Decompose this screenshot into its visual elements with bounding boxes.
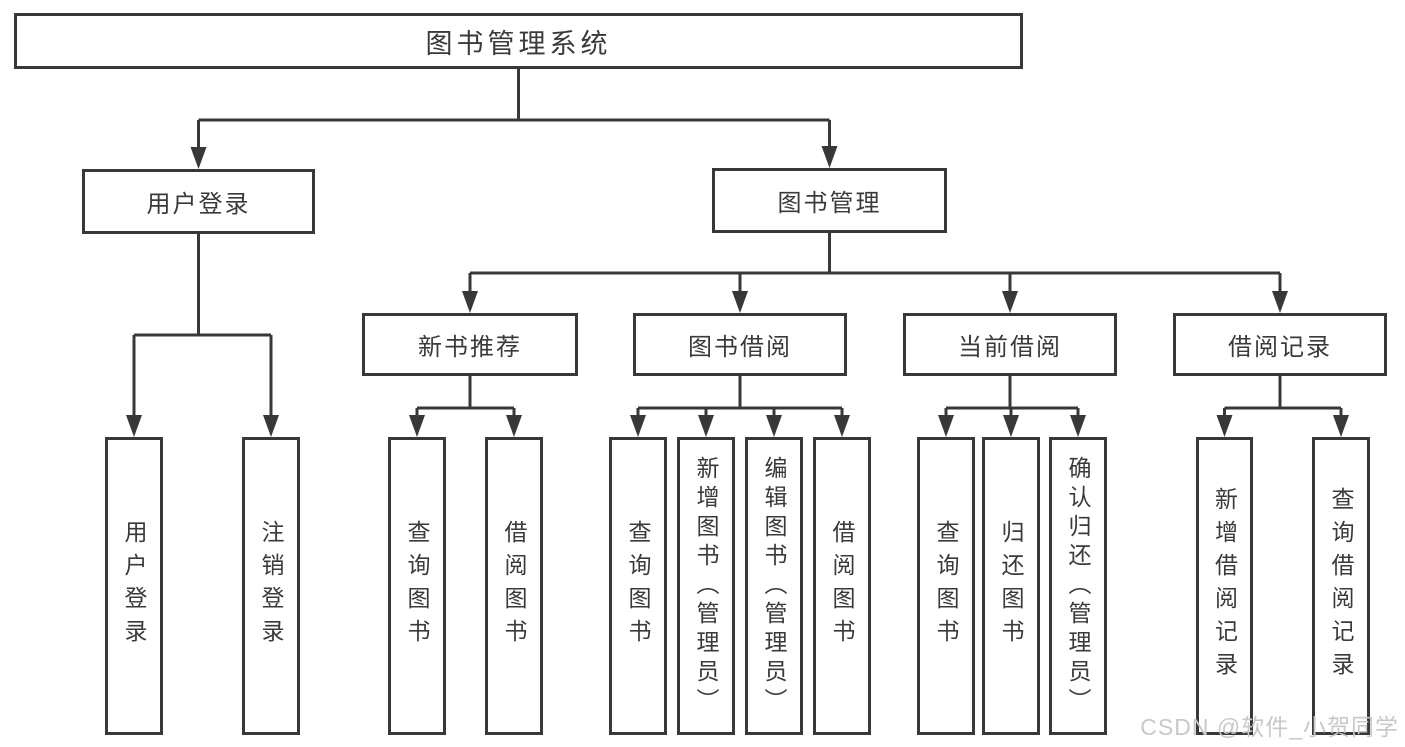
arrowhead <box>698 415 714 437</box>
arrowhead <box>1003 415 1019 437</box>
node-leaf-bb-query-book-label: 查询图书 <box>625 520 651 652</box>
arrowhead <box>462 291 478 313</box>
node-user-login: 用户登录 <box>82 169 315 234</box>
connector-bookborrow-to-leaves <box>636 376 844 420</box>
node-leaf-br-query-record: 查询借阅记录 <box>1312 437 1370 735</box>
node-leaf-br-query-record-label: 查询借阅记录 <box>1328 487 1354 685</box>
node-book-management-label: 图书管理 <box>777 190 882 217</box>
node-library-system-label: 图书管理系统 <box>425 28 612 59</box>
node-leaf-cb-return-book-label: 归还图书 <box>998 520 1024 652</box>
csdn-watermark: CSDN @软件_小贺同学 <box>1140 714 1399 740</box>
node-leaf-bb-edit-book-label: 编辑图书（管理员） <box>761 455 787 717</box>
arrowhead <box>821 146 838 168</box>
connector-newbookrec-to-leaves <box>415 376 516 420</box>
node-leaf-user-login-label: 用户登录 <box>121 520 147 652</box>
connector-root-to-level2 <box>197 69 831 152</box>
node-book-borrow-label: 图书借阅 <box>688 334 792 361</box>
node-leaf-rec-borrow-book: 借阅图书 <box>485 437 543 735</box>
node-leaf-cb-confirm-return-label: 确认归还（管理员） <box>1065 455 1091 717</box>
arrowhead <box>732 291 748 313</box>
node-leaf-user-login: 用户登录 <box>105 437 163 735</box>
arrowheads <box>126 146 1349 437</box>
connector-userlogin-to-leaves <box>132 234 273 420</box>
node-book-borrow: 图书借阅 <box>633 313 847 376</box>
arrowhead <box>630 415 646 437</box>
node-leaf-bb-borrow-book-label: 借阅图书 <box>829 520 855 652</box>
node-current-borrow-label: 当前借阅 <box>958 334 1062 361</box>
node-leaf-rec-borrow-book-label: 借阅图书 <box>501 520 527 652</box>
node-borrow-record-label: 借阅记录 <box>1228 334 1332 361</box>
node-leaf-bb-query-book: 查询图书 <box>609 437 667 735</box>
arrowhead <box>1002 291 1018 313</box>
node-library-system: 图书管理系统 <box>14 13 1023 69</box>
connector-borrowrecord-to-leaves <box>1223 376 1343 420</box>
arrowhead <box>834 415 850 437</box>
arrowhead <box>1333 415 1349 437</box>
node-current-borrow: 当前借阅 <box>903 313 1117 376</box>
node-leaf-bb-borrow-book: 借阅图书 <box>813 437 871 735</box>
arrowhead <box>409 415 425 437</box>
arrowhead <box>1070 415 1086 437</box>
node-leaf-cb-confirm-return: 确认归还（管理员） <box>1049 437 1107 735</box>
arrowhead <box>1216 415 1233 437</box>
arrowhead <box>1272 291 1288 313</box>
node-leaf-bb-add-book-label: 新增图书（管理员） <box>693 455 719 717</box>
node-leaf-br-add-record: 新增借阅记录 <box>1196 437 1253 735</box>
connector-bookmgmt-to-level3 <box>468 233 1282 296</box>
node-book-management: 图书管理 <box>712 168 947 233</box>
arrowhead <box>190 147 207 169</box>
node-new-book-recommend: 新书推荐 <box>362 313 578 376</box>
connector-currentborrow-to-leaves <box>944 376 1080 420</box>
arrowhead <box>263 415 279 437</box>
node-leaf-rec-query-book: 查询图书 <box>388 437 446 735</box>
node-leaf-logout: 注销登录 <box>242 437 300 735</box>
node-user-login-label: 用户登录 <box>146 191 251 218</box>
node-leaf-bb-add-book: 新增图书（管理员） <box>677 437 735 735</box>
node-leaf-br-add-record-label: 新增借阅记录 <box>1211 487 1238 685</box>
node-borrow-record: 借阅记录 <box>1173 313 1387 376</box>
node-leaf-cb-query-book: 查询图书 <box>917 437 975 735</box>
arrowhead <box>126 415 142 437</box>
node-leaf-logout-label: 注销登录 <box>258 520 284 652</box>
node-new-book-recommend-label: 新书推荐 <box>418 334 522 361</box>
node-leaf-bb-edit-book: 编辑图书（管理员） <box>745 437 803 735</box>
arrowhead <box>506 415 522 437</box>
node-leaf-rec-query-book-label: 查询图书 <box>404 520 430 652</box>
arrowhead <box>938 415 954 437</box>
node-leaf-cb-return-book: 归还图书 <box>982 437 1040 735</box>
node-leaf-cb-query-book-label: 查询图书 <box>933 520 959 652</box>
arrowhead <box>766 415 782 437</box>
